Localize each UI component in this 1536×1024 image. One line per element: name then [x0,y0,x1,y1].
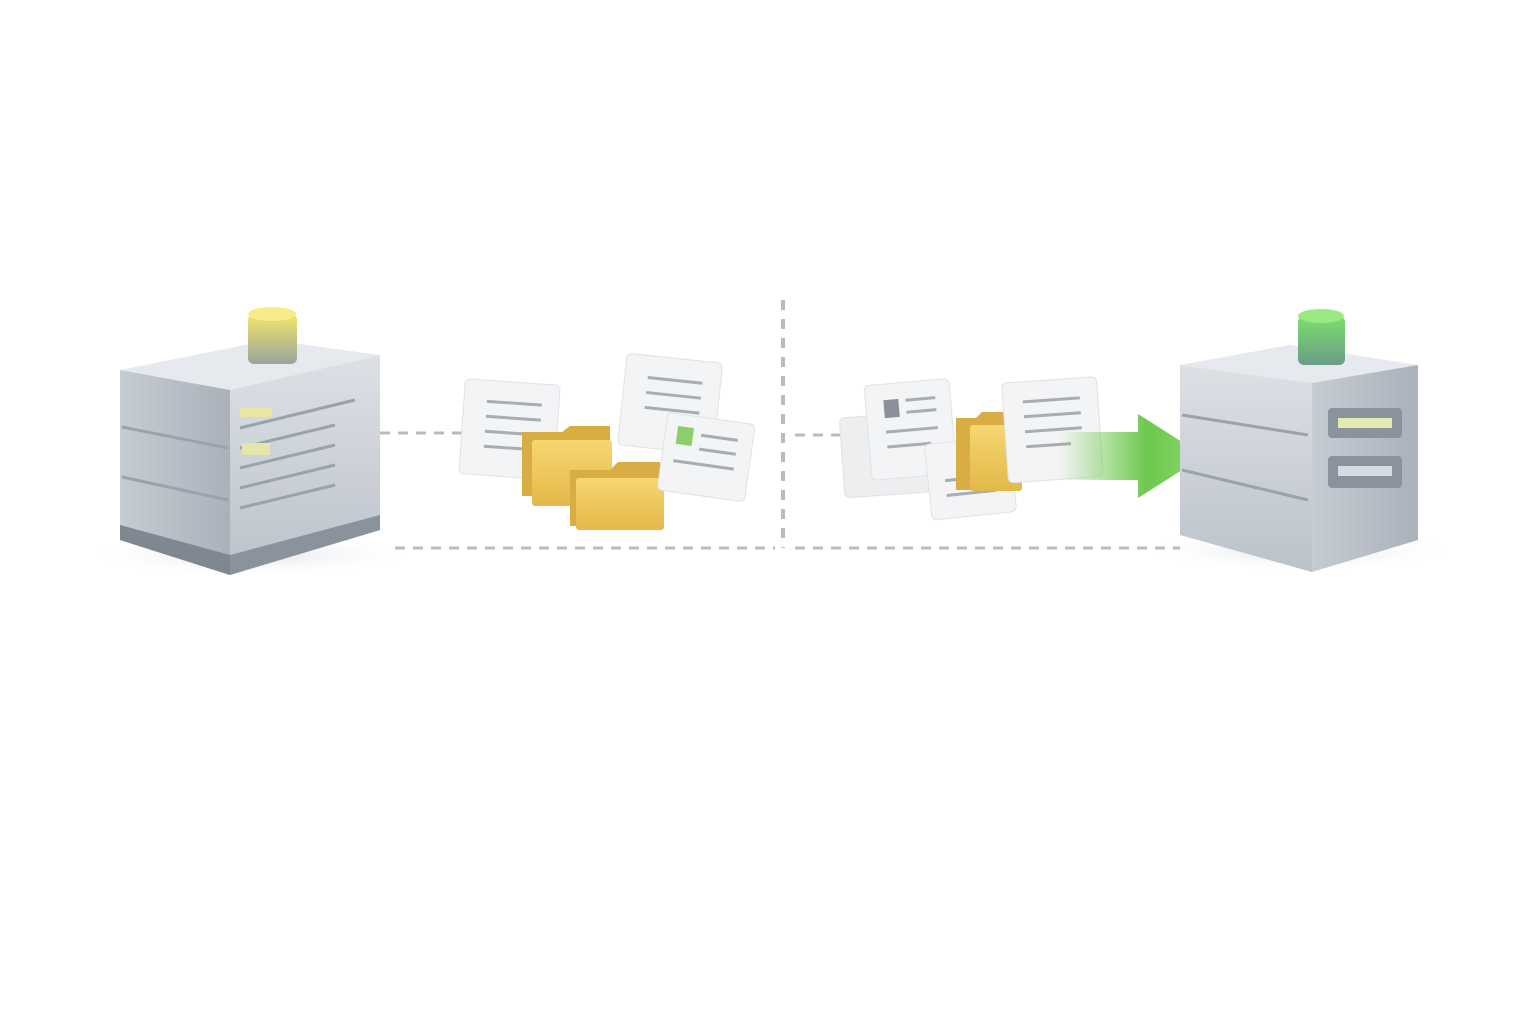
arrow-right-icon [1060,414,1204,498]
led-indicator [1338,466,1392,476]
led-indicator [242,443,270,455]
led-indicator [240,408,272,417]
status-light-green [1298,309,1345,365]
target-server [1180,309,1418,572]
source-server [120,307,380,575]
left-file-group [458,353,755,530]
status-light-yellow [248,307,297,364]
led-indicator [1338,418,1392,428]
document-icon [657,412,755,502]
folder-icon [570,462,664,530]
